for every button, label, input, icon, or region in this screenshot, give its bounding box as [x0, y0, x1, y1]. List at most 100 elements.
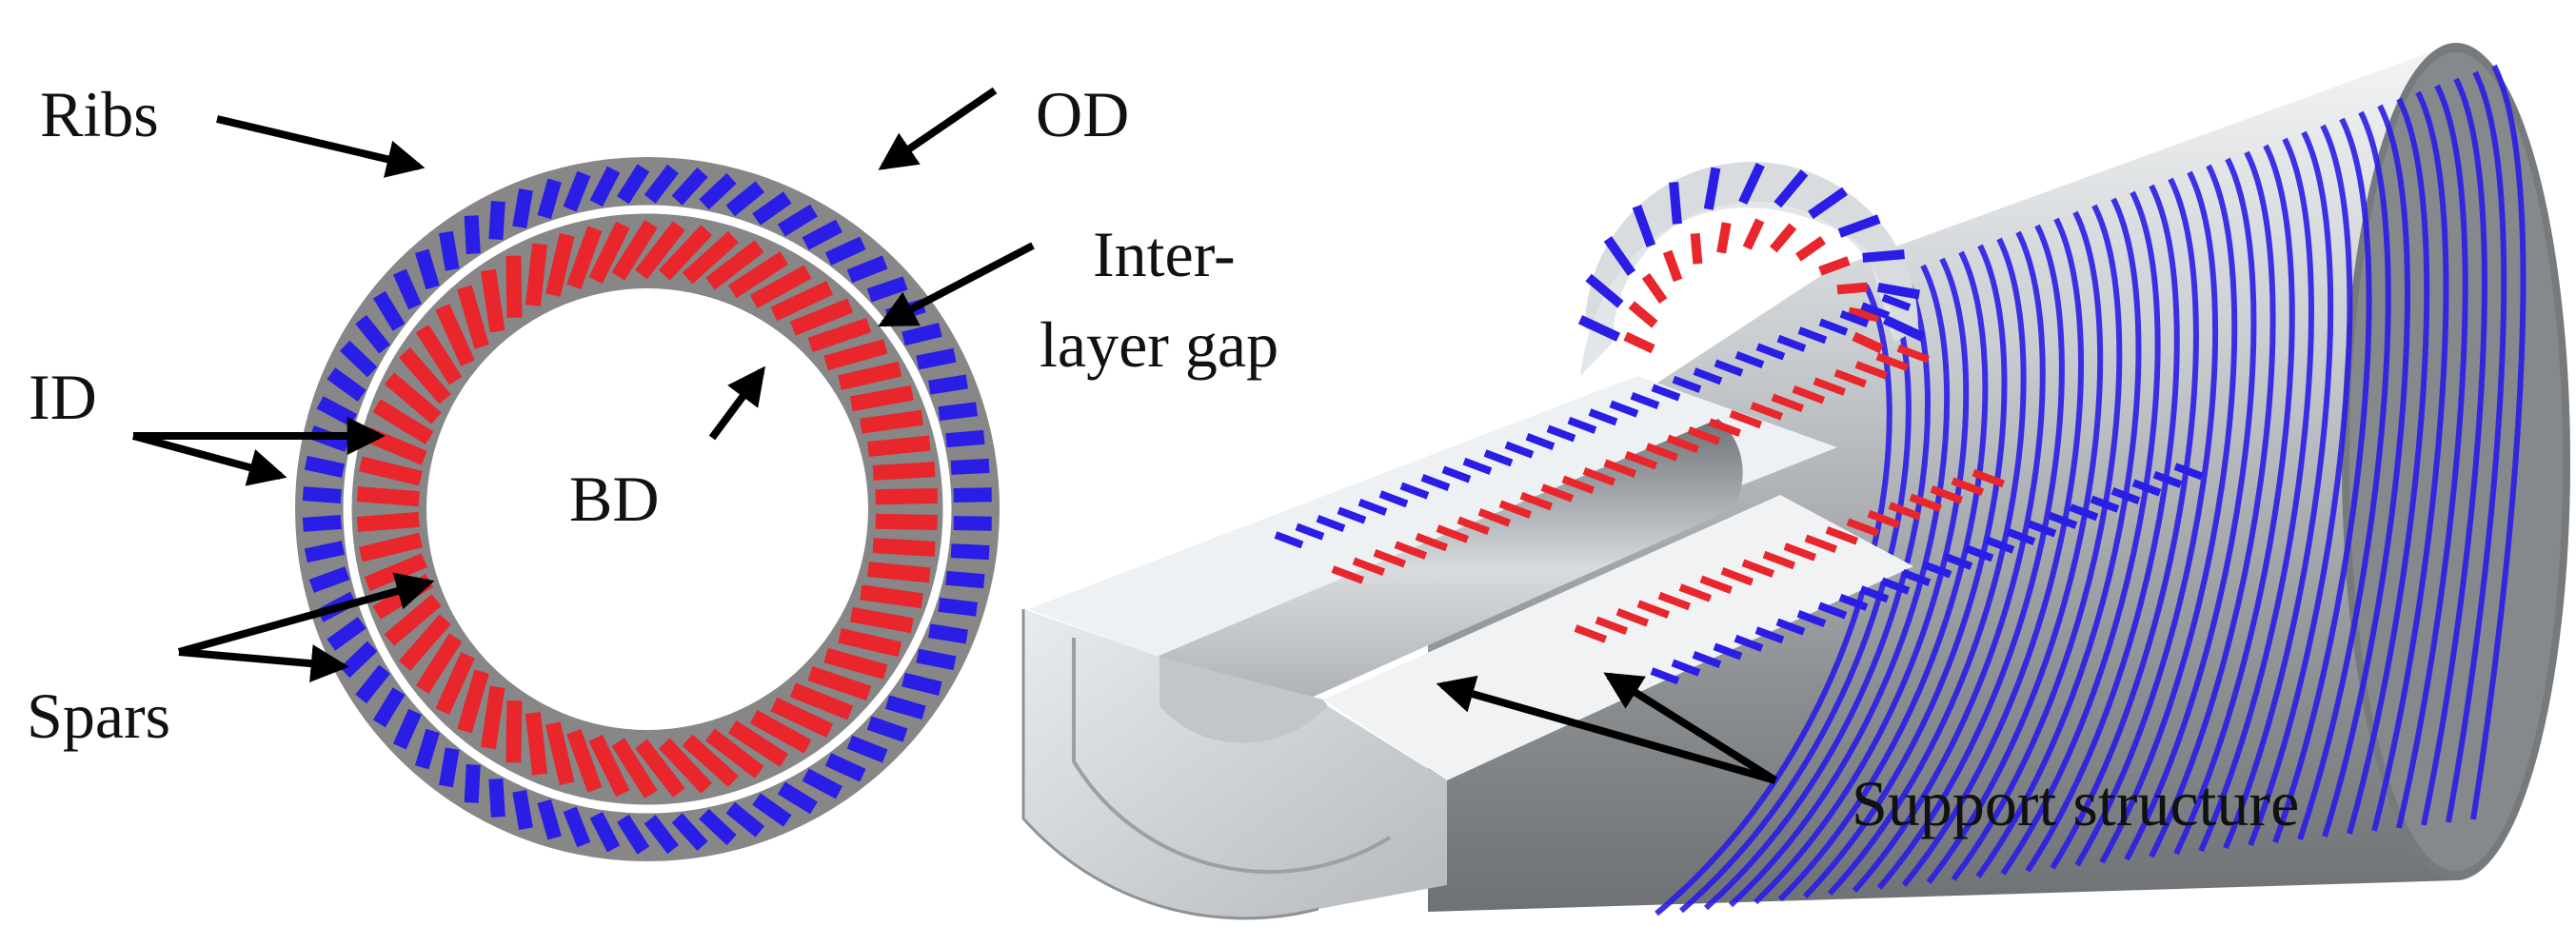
helical-winding — [2173, 144, 2295, 856]
outer-rib-slot — [953, 516, 992, 531]
trough-outer-slot — [1316, 515, 1346, 533]
inner-spar-slot — [749, 709, 812, 754]
outer-rib-slot — [902, 323, 942, 346]
trough-inner-slot — [1519, 491, 1554, 511]
trough-lower-outer-slot — [2006, 528, 2036, 546]
spars-arrow-2 — [178, 644, 349, 683]
inner-spar-slot — [770, 280, 834, 322]
trough-lower-outer-slot — [2173, 463, 2204, 481]
outer-rib-slot — [846, 255, 888, 284]
step-inner-slot — [1690, 232, 1703, 265]
outer-rib-slot — [617, 164, 650, 205]
outer-rib-slot — [589, 811, 621, 853]
inner-spar-slot — [823, 647, 888, 680]
step-outer-slot — [1837, 214, 1881, 238]
outer-rib-slot — [950, 543, 990, 561]
trough-outer-slot — [1399, 482, 1430, 500]
inner-spar-slot — [658, 225, 713, 281]
inner-spar-slot — [875, 487, 938, 505]
inner-spar-slot — [505, 255, 523, 318]
inner-spar-slot — [705, 240, 764, 290]
trough-lower-inner-slot — [1678, 583, 1713, 602]
trough-inner-slot — [1498, 500, 1533, 519]
inner-spar-slot — [807, 318, 872, 352]
inner-spar-slot — [838, 628, 902, 658]
trough-lower-outer-slot — [1796, 610, 1827, 628]
trough-lower-outer-slot — [1964, 544, 1994, 562]
helical-winding — [2149, 150, 2276, 858]
step-inner-slot — [1641, 273, 1668, 304]
inner-spar-slot — [849, 606, 914, 634]
trough-outer-slot — [1693, 367, 1723, 385]
trough-slots — [1274, 293, 2204, 685]
inner-spar-slot — [838, 361, 902, 390]
inner-spar-slot — [364, 553, 427, 592]
trough-inner-slot — [1771, 393, 1805, 413]
inner-spar-slot — [749, 265, 812, 309]
inner-spar-slot — [356, 511, 420, 532]
trough-outer-slot — [1525, 433, 1556, 451]
outer-rib-slot — [327, 367, 367, 402]
inner-spar-slot — [435, 652, 475, 715]
inner-spar-slot — [545, 232, 575, 297]
front-outer-edge — [1021, 609, 1319, 920]
outer-rib-slot — [902, 672, 942, 696]
step-inner-slot — [1623, 331, 1655, 354]
inter-label-line1: Inter- — [1093, 218, 1236, 290]
helical-winding — [2248, 124, 2353, 847]
outer-rib-slot — [392, 708, 422, 750]
step-inner-slot — [1852, 331, 1884, 354]
inner-spar-slot — [682, 231, 739, 285]
outer-rib-slot — [563, 170, 591, 212]
od-label: OD — [1036, 78, 1129, 150]
inner-spar-slot — [566, 729, 603, 793]
trough-inner-slot — [1352, 557, 1386, 577]
outer-rib-slot — [355, 664, 390, 704]
trough-lower-outer-slot — [2110, 487, 2141, 505]
outer-rib-slot — [671, 813, 708, 851]
step-outer-slot — [1882, 315, 1926, 342]
inner-spar-slot — [611, 220, 658, 281]
trough-inner-slot — [1331, 565, 1365, 584]
ribs-arrow — [216, 115, 426, 178]
trough-inner-slot — [1792, 385, 1826, 404]
trough-lower-inner-slot — [1909, 493, 1943, 513]
outer-rib-slot — [644, 164, 680, 204]
helical-winding — [2470, 64, 2526, 820]
step-outer-slot — [1862, 249, 1905, 263]
outer-rib-slot — [725, 801, 765, 838]
helical-winding — [2223, 130, 2334, 850]
outer-rib-slot — [589, 166, 621, 207]
inner-spar-slot — [875, 513, 938, 531]
trough-outer-slot — [1588, 408, 1618, 426]
trough-lower-outer-slot — [1775, 618, 1806, 636]
trough-inner-slot — [1875, 352, 1910, 372]
trough-outer-slot — [1672, 375, 1702, 393]
helical-winding — [1876, 224, 2065, 890]
isometric-cable — [1021, 43, 2570, 920]
inner-spar-slot — [415, 325, 463, 385]
trough-outer-slot — [1546, 424, 1576, 443]
front-end-bore — [1159, 657, 1328, 743]
step-inner-slot — [1836, 282, 1869, 295]
trough-outer-slot — [1630, 392, 1660, 410]
trough-lower-outer-slot — [1650, 667, 1680, 685]
trough-lower-inner-slot — [1783, 542, 1817, 562]
outer-rib-slot — [327, 617, 367, 651]
trough-outer-slot — [1818, 318, 1849, 336]
step-outer-slot — [1773, 169, 1809, 208]
trough-outer-slot — [1504, 441, 1535, 459]
inner-spar-slot — [356, 486, 420, 507]
inner-spar-slot — [505, 700, 523, 763]
od-arrow — [878, 87, 998, 170]
inner-spar-slot — [658, 738, 713, 794]
outer-rib-slot — [464, 215, 481, 254]
trough-outer-slot — [1881, 293, 1912, 311]
trough-inner-slot — [1477, 508, 1512, 527]
helical-winding — [1901, 217, 2085, 887]
inner-spar-slot — [770, 697, 834, 739]
trough-outer-slot — [1420, 474, 1451, 492]
trough-lower-inner-slot — [1720, 567, 1754, 586]
step-outer-slot — [1876, 282, 1921, 300]
helical-winding — [2000, 190, 2161, 876]
